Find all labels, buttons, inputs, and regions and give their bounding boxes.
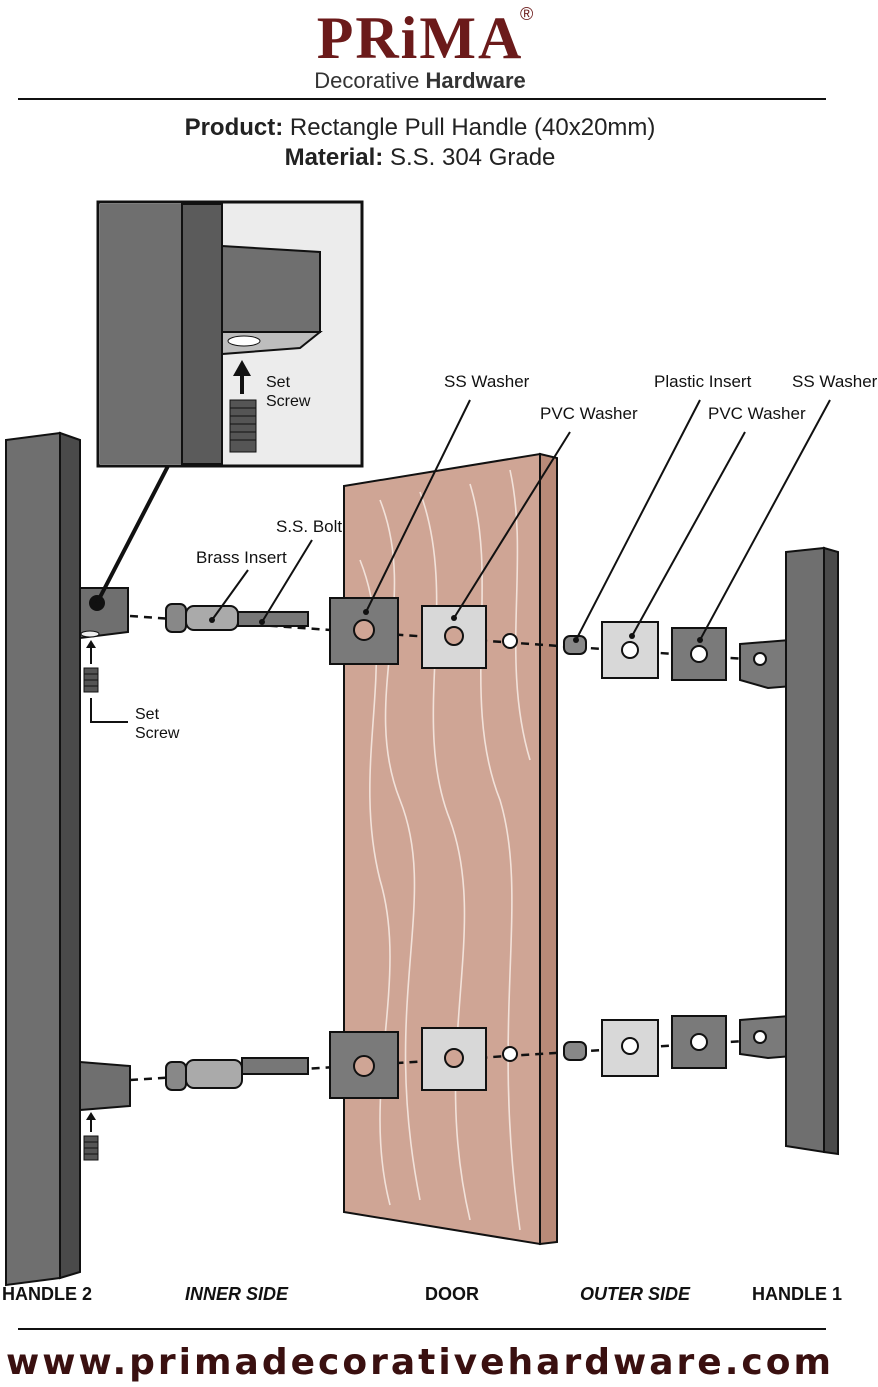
set-screw-line1: Set	[135, 706, 160, 723]
tagline-bold: Hardware	[425, 68, 526, 93]
bolt-assembly-bottom	[129, 1014, 819, 1099]
tagline-prefix: Decorative	[314, 68, 426, 93]
product-label: Product:	[184, 114, 284, 141]
material-value: S.S. 304 Grade	[383, 144, 556, 171]
label-pvc-washer-right: PVC Washer	[708, 404, 806, 423]
label-brass-insert: Brass Insert	[196, 548, 287, 567]
website-url: www.primadecorativehardware.com	[6, 1342, 834, 1383]
door-panel	[343, 452, 558, 1246]
brand-logo: PRiMA	[316, 5, 524, 71]
set-screw-bottom	[83, 1112, 99, 1161]
material-label: Material:	[284, 144, 384, 171]
set-screw-top	[83, 640, 128, 723]
leader-dots	[209, 609, 703, 643]
set-screw-inset-line1: Set	[266, 374, 291, 391]
header-divider	[18, 98, 826, 100]
set-screw-inset-line2: Screw	[266, 393, 311, 410]
handle-1	[785, 546, 839, 1156]
product-line: Product: Rectangle Pull Handle (40x20mm)	[0, 114, 840, 142]
material-line: Material: S.S. 304 Grade	[0, 144, 840, 172]
footer-divider	[18, 1328, 826, 1330]
inset-detail	[95, 200, 364, 604]
brand-tagline: Decorative Hardware	[0, 68, 840, 94]
product-value: Rectangle Pull Handle (40x20mm)	[283, 114, 656, 141]
set-screw-line2: Screw	[135, 725, 180, 742]
label-plastic-insert: Plastic Insert	[654, 372, 752, 391]
caption-inner-side: INNER SIDE	[185, 1284, 289, 1304]
label-ss-washer-right: SS Washer	[792, 372, 878, 391]
leader-lines	[211, 399, 831, 641]
caption-handle-2: HANDLE 2	[2, 1284, 93, 1304]
label-ss-washer-left: SS Washer	[444, 372, 530, 391]
label-pvc-washer-left: PVC Washer	[540, 404, 638, 423]
label-ss-bolt: S.S. Bolt	[276, 517, 343, 536]
handle-2	[5, 431, 131, 1287]
caption-door: DOOR	[425, 1284, 479, 1304]
registered-mark: ®	[520, 4, 534, 24]
caption-outer-side: OUTER SIDE	[580, 1284, 691, 1304]
caption-handle-1: HANDLE 1	[752, 1284, 843, 1304]
bolt-assembly-top	[129, 597, 819, 690]
